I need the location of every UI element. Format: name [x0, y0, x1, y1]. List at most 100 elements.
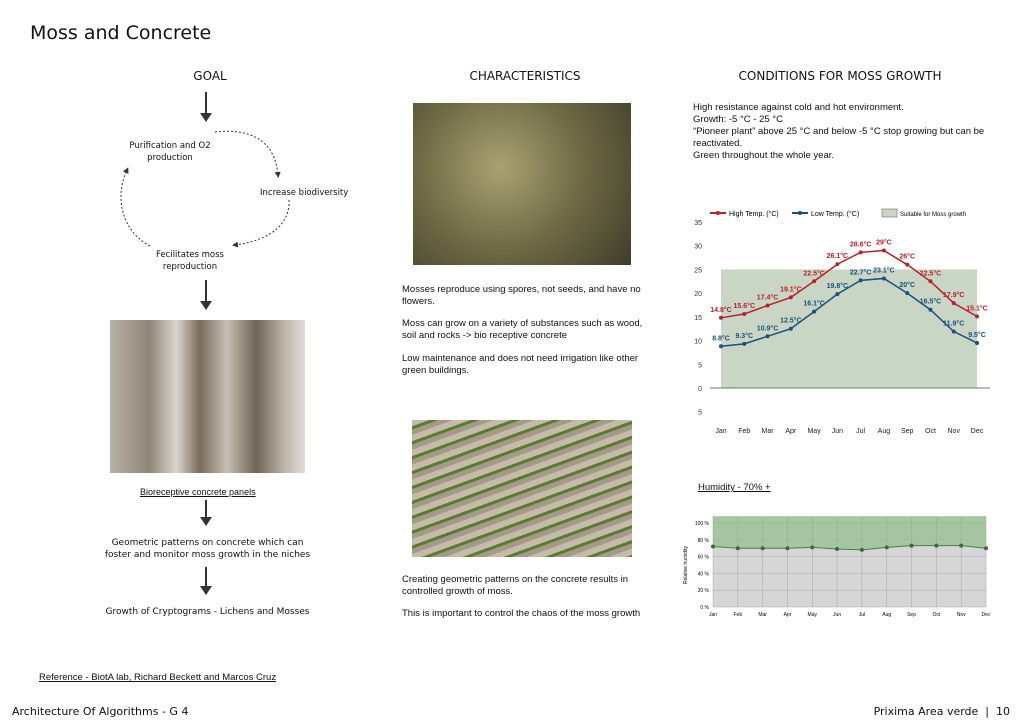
data-point [742, 341, 747, 346]
data-point [975, 314, 979, 319]
series-line [720, 277, 978, 348]
x-tick-label: Sep [901, 428, 914, 435]
y-axis-label: Relative humidity [683, 545, 689, 584]
footer-right: Prixima Area verde | 10 [873, 705, 1010, 718]
data-point [905, 291, 910, 296]
data-point [719, 344, 723, 349]
moss-concrete-image [412, 420, 632, 557]
data-label: 26°C [899, 253, 915, 261]
data-label: 19.1°C [780, 285, 801, 293]
data-point [835, 547, 840, 552]
humidity-area [713, 516, 986, 550]
cycle-reproduction: Fecilitates moss reproduction [156, 250, 224, 272]
data-label: 22.7°C [850, 268, 871, 276]
data-point [788, 326, 793, 331]
x-tick-label: May [807, 428, 821, 435]
footer-left: Architecture Of Algorithms - G 4 [12, 705, 189, 718]
data-label: 26.1°C [827, 252, 848, 260]
humidity-line [712, 545, 987, 551]
y-tick-label: 0 % [700, 605, 709, 611]
char-p2: Moss can grow on a variety of substances… [402, 318, 643, 341]
y-tick-label: 5 [698, 362, 702, 369]
data-label: 16.5°C [920, 298, 941, 306]
data-label: 10.9°C [757, 324, 778, 332]
data-label: 20°C [899, 281, 915, 289]
x-tick-label: Nov [948, 428, 961, 435]
panel-caption: Bioreceptive concrete panels [140, 487, 256, 497]
y-tick-label: 20 % [698, 588, 710, 594]
data-point [858, 250, 863, 255]
data-point [984, 546, 988, 551]
char-p3: Low maintenance and does not need irriga… [402, 353, 639, 376]
arrow-down-icon [200, 280, 212, 310]
y-tick-label: 60 % [698, 555, 710, 561]
x-tick-label: Apr [784, 612, 792, 618]
humidity-title: Humidity - 70% + [698, 482, 771, 493]
reference: Reference - BiotA lab, Richard Beckett a… [39, 672, 277, 683]
legend-label: High Temp. (°C) [729, 210, 779, 218]
data-point [928, 307, 933, 312]
data-point [742, 312, 747, 317]
x-tick-label: Oct [932, 612, 940, 618]
y-tick-label: 20 [694, 291, 702, 298]
step-cryptograms: Growth of Cryptograms - Lichens and Moss… [105, 607, 310, 617]
x-tick-label: Jun [832, 428, 843, 435]
x-tick-label: Mar [758, 612, 767, 618]
x-tick-label: Oct [925, 428, 936, 435]
data-point [835, 292, 840, 297]
data-point [760, 546, 765, 551]
data-label: 11.9°C [943, 320, 964, 328]
x-tick-label: Aug [882, 612, 891, 618]
moss-closeup-image [413, 103, 631, 265]
x-tick-label: Jul [856, 428, 865, 435]
condition-line: Growth: -5 °C - 25 °C [693, 114, 783, 125]
x-tick-label: Feb [738, 428, 750, 435]
series-line [720, 249, 978, 319]
data-label: 16.1°C [803, 300, 824, 308]
arrow-down-icon [200, 567, 212, 595]
data-label: 22.5°C [920, 269, 941, 277]
data-label: 15.6°C [734, 302, 755, 310]
x-tick-label: Dec [971, 428, 984, 435]
legend-band-swatch [881, 208, 898, 218]
y-tick-label: 30 [694, 244, 702, 251]
x-tick-label: Mar [762, 428, 775, 435]
y-tick-label: 40 % [698, 571, 710, 577]
data-label: 23.1°C [873, 266, 894, 274]
x-tick-label: Jan [709, 612, 717, 618]
data-label: 9.5°C [968, 331, 986, 339]
arrow-down-icon [200, 500, 212, 526]
data-point [719, 315, 723, 320]
x-tick-label: Jan [715, 428, 726, 435]
x-tick-label: Aug [878, 428, 891, 435]
cycle-purification: Purification and O2 production [129, 141, 211, 163]
data-label: 28.6°C [850, 240, 871, 248]
y-tick-label: 35 [694, 220, 702, 227]
condition-line: “Pioneer plant” above 25 °C and below -5… [693, 126, 985, 149]
y-tick-label: 5 [698, 410, 702, 417]
data-label: 14.8°C [710, 306, 731, 314]
goal-heading: GOAL [193, 69, 227, 83]
x-tick-label: Sep [907, 612, 916, 618]
data-label: 17.9°C [943, 291, 964, 299]
data-point [735, 546, 740, 551]
data-label: 29°C [876, 238, 892, 246]
char-p1: Mosses reproduce using spores, not seeds… [402, 284, 641, 307]
temperature-chart: High Temp. (°C) Low Temp. (°C) Suitable fo… [694, 208, 990, 435]
data-point [951, 301, 956, 306]
data-point [859, 547, 864, 552]
step-geometric-patterns: Geometric patterns on concrete which can… [104, 538, 311, 560]
char-p5: This is important to control the chaos o… [402, 608, 641, 619]
data-point [812, 279, 817, 284]
data-point [711, 544, 715, 549]
legend-band-label: Suitable for Moss growth [900, 212, 966, 218]
legend-marker [716, 211, 720, 215]
data-point [835, 262, 840, 267]
moss-band [721, 269, 977, 388]
x-tick-label: May [808, 612, 818, 618]
y-tick-label: 25 [694, 267, 702, 274]
y-tick-label: 0 [698, 386, 702, 393]
data-point [881, 276, 886, 281]
legend-label: Low Temp. (°C) [811, 210, 859, 218]
data-point [975, 340, 979, 345]
